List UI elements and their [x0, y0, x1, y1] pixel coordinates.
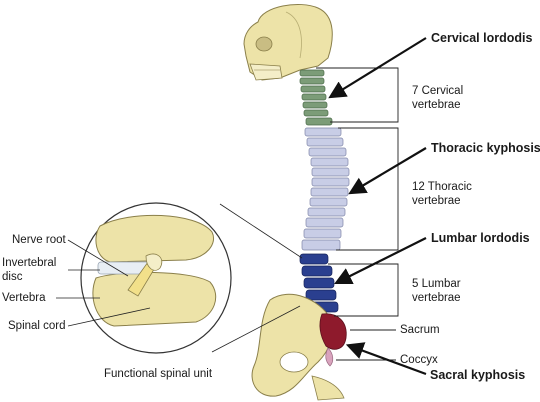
thoracic-kyphosis-label: Thoracic kyphosis — [431, 141, 540, 155]
inset-caption: Functional spinal unit — [104, 368, 213, 380]
cervical-lordosis-label: Cervical lordodis — [431, 31, 533, 45]
coccyx-label: Coccyx — [400, 354, 438, 366]
region-arrows — [328, 37, 427, 376]
lumbar-count-label: 5 Lumbar — [412, 278, 461, 290]
lumbar-vertebrae-label: vertebrae — [412, 292, 461, 304]
inset-pointer-lines — [56, 239, 151, 327]
sacrum-label: Sacrum — [400, 324, 440, 336]
nerve-root-label: Nerve root — [12, 234, 66, 246]
thoracic-vertebrae — [301, 127, 350, 251]
skull — [243, 4, 333, 81]
cervical-vertebrae — [299, 69, 333, 126]
sacral-kyphosis-label: Sacral kyphosis — [430, 368, 526, 382]
inset-vertebrae — [92, 214, 217, 327]
lumbar-lordosis-label: Lumbar lordodis — [431, 231, 530, 245]
thoracic-count-label: 12 Thoracic — [412, 181, 472, 193]
disc-label: disc — [2, 271, 23, 283]
thoracic-vertebrae-label: vertebrae — [412, 195, 461, 207]
coccyx-shape — [325, 347, 334, 367]
cervical-count-label: 7 Cervical — [412, 85, 464, 97]
lumbar-vertebrae — [299, 253, 339, 313]
intervertebral-label: Invertebral — [2, 257, 57, 269]
spinal-cord-label: Spinal cord — [8, 320, 66, 332]
pelvis — [251, 293, 345, 401]
vertebra-label: Vertebra — [2, 292, 46, 304]
inset-connector-lines — [211, 203, 303, 353]
cervical-vertebrae-label: vertebrae — [412, 99, 461, 111]
sacrum-shape — [319, 313, 347, 350]
